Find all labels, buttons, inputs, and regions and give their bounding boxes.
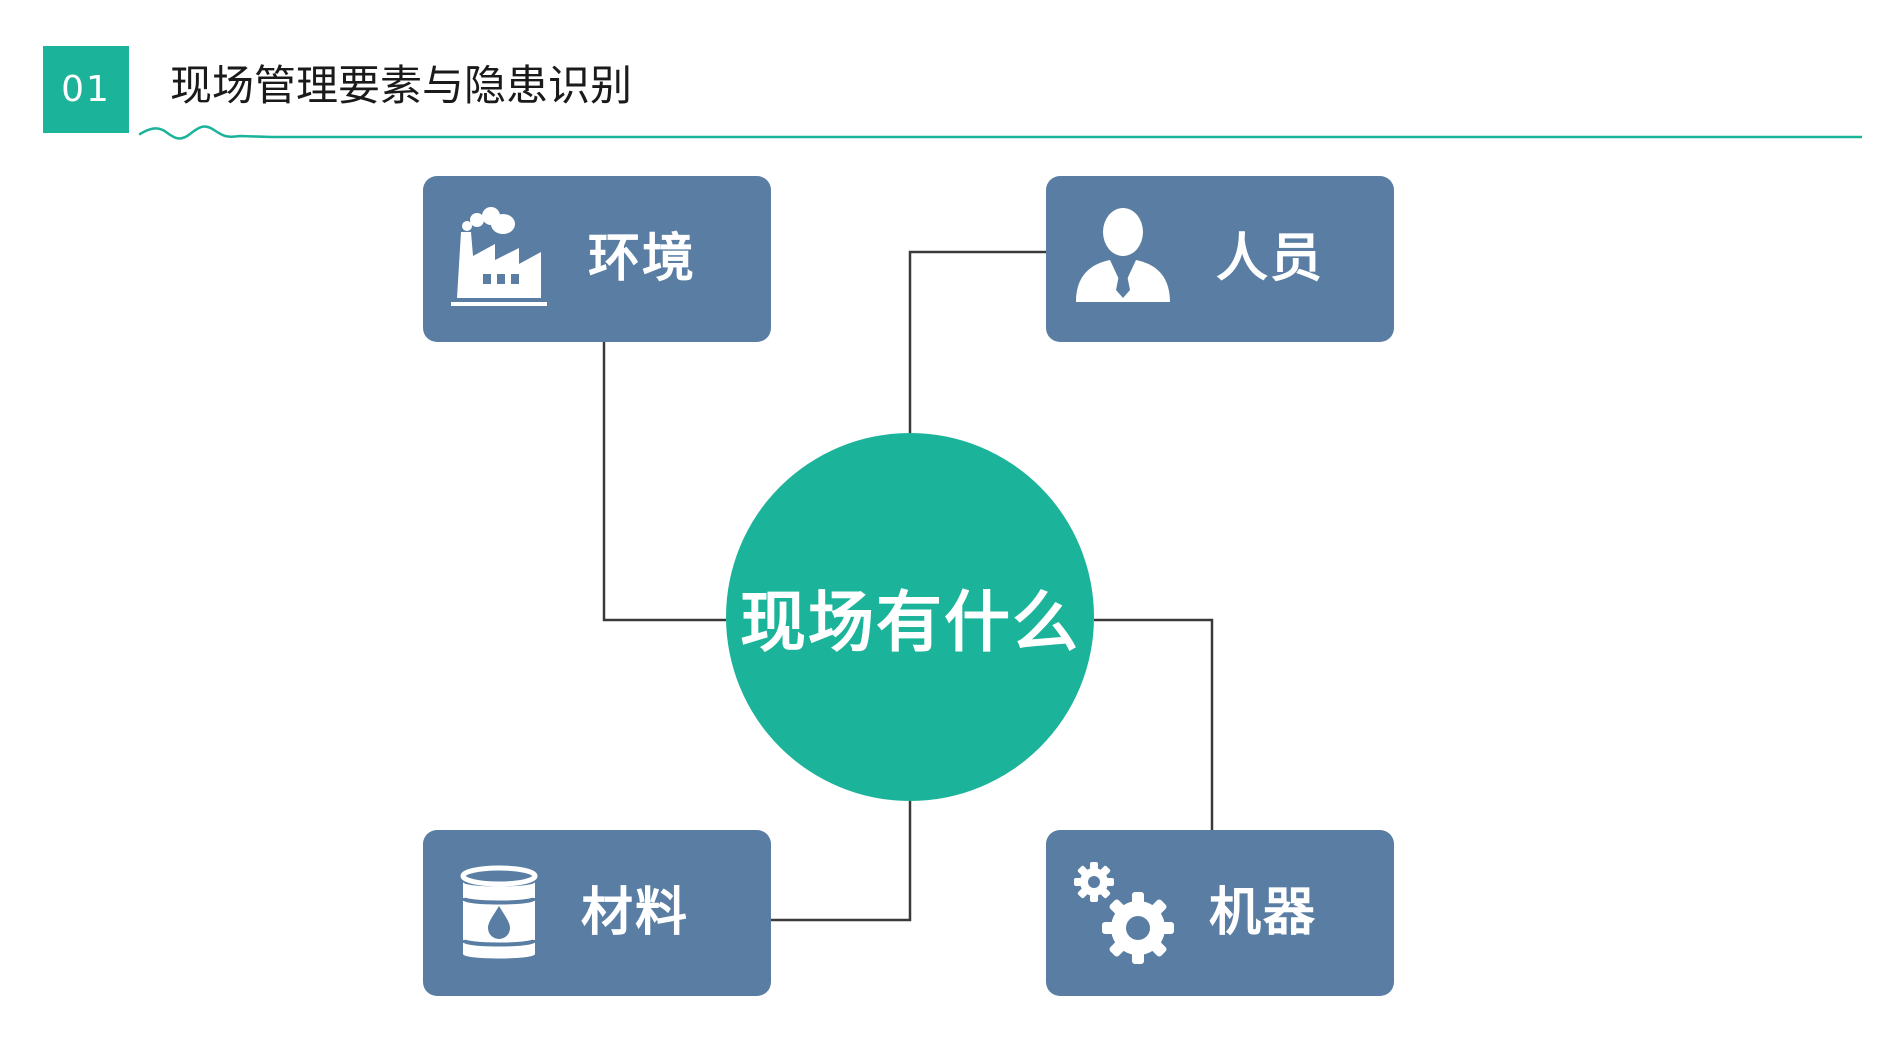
node-label-people: 人员 xyxy=(1216,229,1325,289)
edge-center-machines xyxy=(1094,618,1214,830)
header-underline xyxy=(138,125,1862,140)
oil-drum-icon xyxy=(460,865,538,959)
edge-center-environment xyxy=(602,341,726,622)
section-number: 01 xyxy=(61,69,111,110)
node-label-machines: 机器 xyxy=(1209,883,1318,943)
node-label-materials: 材料 xyxy=(581,883,690,943)
section-number-badge: 01 xyxy=(43,46,129,133)
page-title: 现场管理要素与隐患识别 xyxy=(170,61,633,110)
node-label-environment: 环境 xyxy=(588,229,697,289)
person-icon xyxy=(1076,208,1170,302)
gears-icon xyxy=(1074,862,1174,964)
edge-center-people xyxy=(908,250,1046,433)
node-materials: 材料 xyxy=(423,830,771,996)
node-machines: 机器 xyxy=(1046,830,1394,996)
node-environment: 环境 xyxy=(423,176,771,342)
factory-icon xyxy=(451,207,547,306)
center-node: 现场有什么 xyxy=(726,433,1094,801)
node-people: 人员 xyxy=(1046,176,1394,342)
edge-center-materials xyxy=(771,801,912,922)
center-label: 现场有什么 xyxy=(740,584,1080,661)
